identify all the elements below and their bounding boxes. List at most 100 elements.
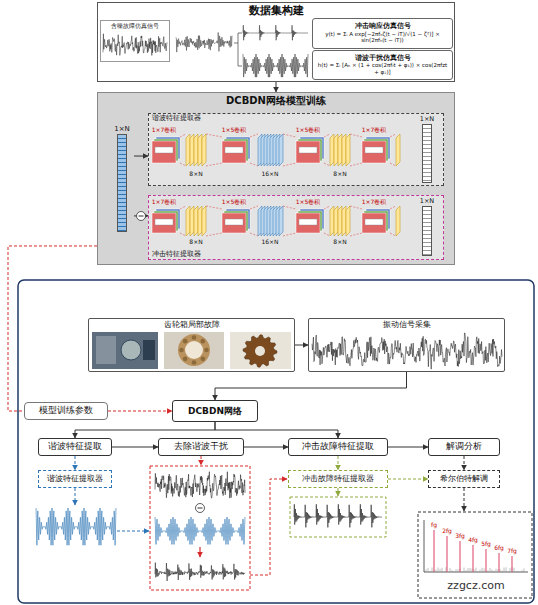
connector [108,411,172,412]
spectrum-line [459,541,460,572]
box-label: 解调分析 [432,442,496,452]
spectrum-line [514,568,515,572]
process-box: DCBDN网络 [172,400,258,422]
panel: 含噪故障仿真信号冲击响应仿真信号y(t) = Σᵢ A exp[−2πfₙζ(t… [97,2,455,82]
box-label: 谐波干扰仿真信号 [316,55,449,62]
impulse-box [290,497,386,537]
bearing-photo [164,332,224,369]
conv-layer [296,213,320,233]
spectrum-line [430,571,431,573]
process-box: 解调分析 [428,438,500,456]
formula-text: y(t) = Σᵢ A exp[−2πfₙζ(t − iT)/√(1 − ζ²)… [316,31,449,44]
layer-link [324,163,330,166]
dashed-arrow [464,488,465,511]
feature-map [198,134,202,166]
spectrum-line [510,568,511,572]
spectrum-label: 2fg [442,528,452,534]
spectrum-line [488,570,489,572]
feature-map [279,134,283,166]
impulse-feature [294,504,382,527]
mixed-signal [176,32,232,52]
minus-symbol [198,508,203,509]
box-label: 1×N [414,198,440,205]
spectrum-line [440,569,441,572]
feature-map [396,206,400,236]
layer-link [250,134,258,137]
feature-map [202,206,206,236]
norm-layer [225,147,243,153]
bearing-photo [179,348,184,353]
feature-map [338,134,342,166]
layer-link [324,233,330,236]
tensor-bar [422,206,432,256]
feature-map [279,206,283,236]
spectrum-line [456,569,457,572]
noisy-signal [155,472,245,499]
box-label: 冲击故障特征提取器 [292,474,384,483]
spectrum-label: 7fg [507,548,517,554]
feature-map [330,134,334,166]
spectrum-line [508,571,509,572]
layer-label: 1×5卷积 [296,127,321,133]
norm-layer [299,219,317,225]
spectrum-line [498,569,499,572]
box-label: DCBDN网络 [176,406,254,416]
box-label: 谐波特征提取器 [152,115,440,122]
spectrum-line [496,569,497,572]
panel-ground [97,92,455,265]
signal-box: 振动信号采集 [308,318,505,372]
spectrum-line [470,568,471,572]
minus-symbol [139,216,144,217]
feature-map [194,134,198,166]
spectrum-label: 6fg [494,545,504,551]
spectrum-line [480,570,481,572]
spectrum-line [466,570,467,572]
feature-map [190,206,194,236]
layer-label: 1×7卷积 [362,199,387,205]
feature-map [342,206,346,236]
layer-link [324,206,330,209]
dashed-arrow [338,488,339,496]
box-label: 冲击特征提取器 [152,251,440,258]
layer-link [250,233,258,236]
arrow [199,547,200,557]
gearbox-photo [92,332,158,369]
layer-link [180,206,186,209]
gearbox-photo [96,336,116,364]
axis [424,520,425,572]
conv-layer [222,213,246,233]
spectrum-label: 4fg [468,537,478,543]
feature-map [338,206,342,236]
bearing-photo [201,339,206,344]
box-label: 1×N [414,116,440,123]
spectrum-line [433,530,434,572]
layer-label: 1×7卷积 [152,199,177,205]
impulse-signal [155,563,245,581]
layer-link [180,134,186,137]
norm-layer [365,147,383,153]
spectrum-line [464,568,465,572]
layer-link [390,163,396,166]
bearing-photo [183,339,188,344]
spectrum-line [482,568,483,572]
bearing-photo [178,334,210,366]
removal-box [150,466,250,590]
spectrum-line [524,569,525,572]
connector [338,456,339,470]
layer-label: 1×7卷积 [152,127,177,133]
norm-layer [365,219,383,225]
layer-link [283,233,296,236]
impulse-signal [243,25,308,40]
box-label: 谐波特征提取器 [42,474,108,483]
minus-symbol [196,504,205,513]
layer-link [324,134,330,137]
tensor-bar [422,124,432,183]
layer-link [283,134,296,137]
connector [8,246,97,411]
gearbox-photo [143,340,155,360]
box-label: DCBDN网络模型训练 [100,95,452,107]
box-label: 希尔伯特解调 [432,474,496,483]
bearing-photo [185,341,203,359]
